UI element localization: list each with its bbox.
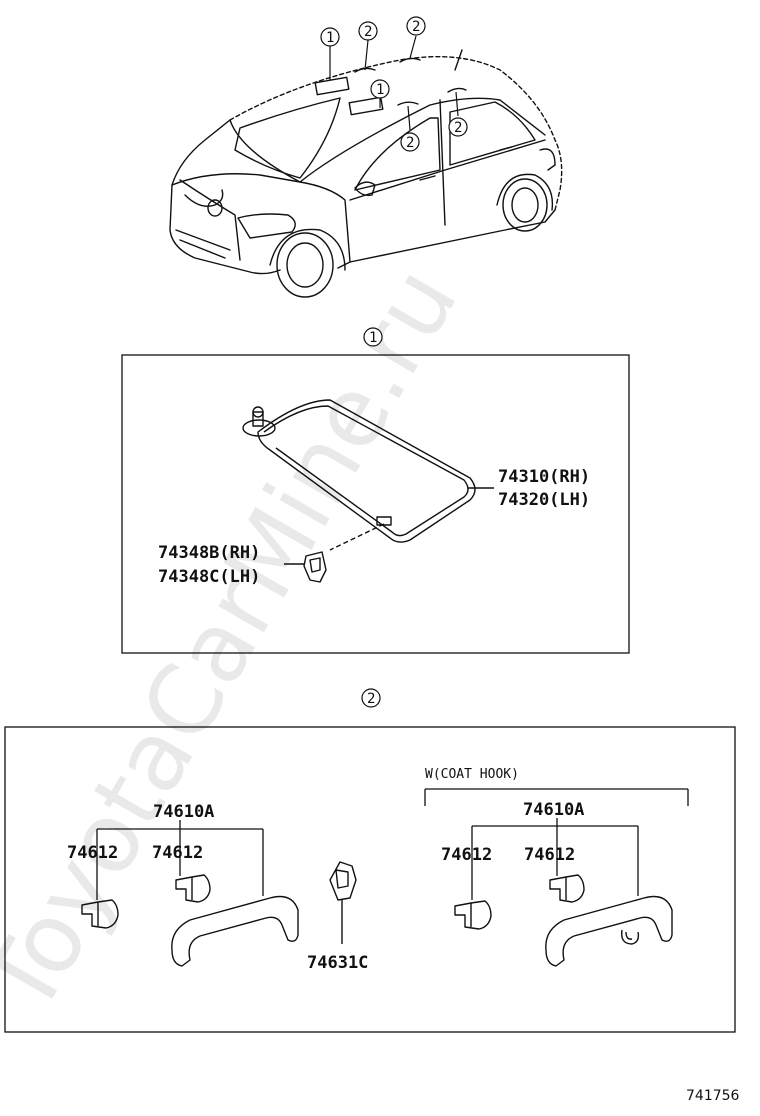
callout-circle <box>358 21 378 41</box>
callout-circle <box>448 117 468 137</box>
center-part-74631c <box>329 861 357 944</box>
part-number-74610a-right: 74610A <box>523 800 584 820</box>
section2-frame <box>4 726 736 1033</box>
part-number-74320-lh: 74320(LH) <box>498 490 590 510</box>
part-number-74612-left-2: 74612 <box>152 843 203 863</box>
callout-label: 2 <box>412 19 420 35</box>
section2-marker-label: 2 <box>367 691 375 707</box>
callout-label: 1 <box>376 82 384 98</box>
left-group-parts <box>81 874 299 967</box>
section1-marker-label: 1 <box>369 330 377 346</box>
callout-circle <box>400 132 420 152</box>
part-number-74310-rh: 74310(RH) <box>498 467 590 487</box>
callout-label: 2 <box>454 120 462 136</box>
right-group-leaders <box>471 818 639 900</box>
sun-visor-drawing <box>242 399 494 583</box>
section2-marker: 2 <box>361 688 381 708</box>
callout-label: 2 <box>406 135 414 151</box>
callout-circle <box>370 79 390 99</box>
part-number-74612-right-1: 74612 <box>441 845 492 865</box>
part-number-74612-right-2: 74612 <box>524 845 575 865</box>
part-number-74612-left-1: 74612 <box>67 843 118 863</box>
car-callouts <box>320 16 468 152</box>
callout-label: 2 <box>364 24 372 40</box>
car-illustration <box>169 49 563 298</box>
right-group-parts <box>454 874 673 967</box>
callout-label: 1 <box>326 30 334 46</box>
part-number-74348c-lh: 74348C(LH) <box>158 567 260 587</box>
section1-frame <box>121 354 630 654</box>
right-group-bracket <box>424 788 689 806</box>
part-number-74610a-left: 74610A <box>153 802 214 822</box>
part-number-74631c: 74631C <box>307 953 368 973</box>
figure-id: 741756 <box>686 1088 740 1104</box>
callout-circle <box>406 16 426 36</box>
watermark: ToyotaCarMine.ru <box>0 249 479 1032</box>
coat-hook-note: W(COAT HOOK) <box>425 767 519 782</box>
left-group-leaders <box>96 820 264 900</box>
callout-circle <box>320 27 340 47</box>
section1-marker: 1 <box>363 327 383 347</box>
part-number-74348b-rh: 74348B(RH) <box>158 543 260 563</box>
